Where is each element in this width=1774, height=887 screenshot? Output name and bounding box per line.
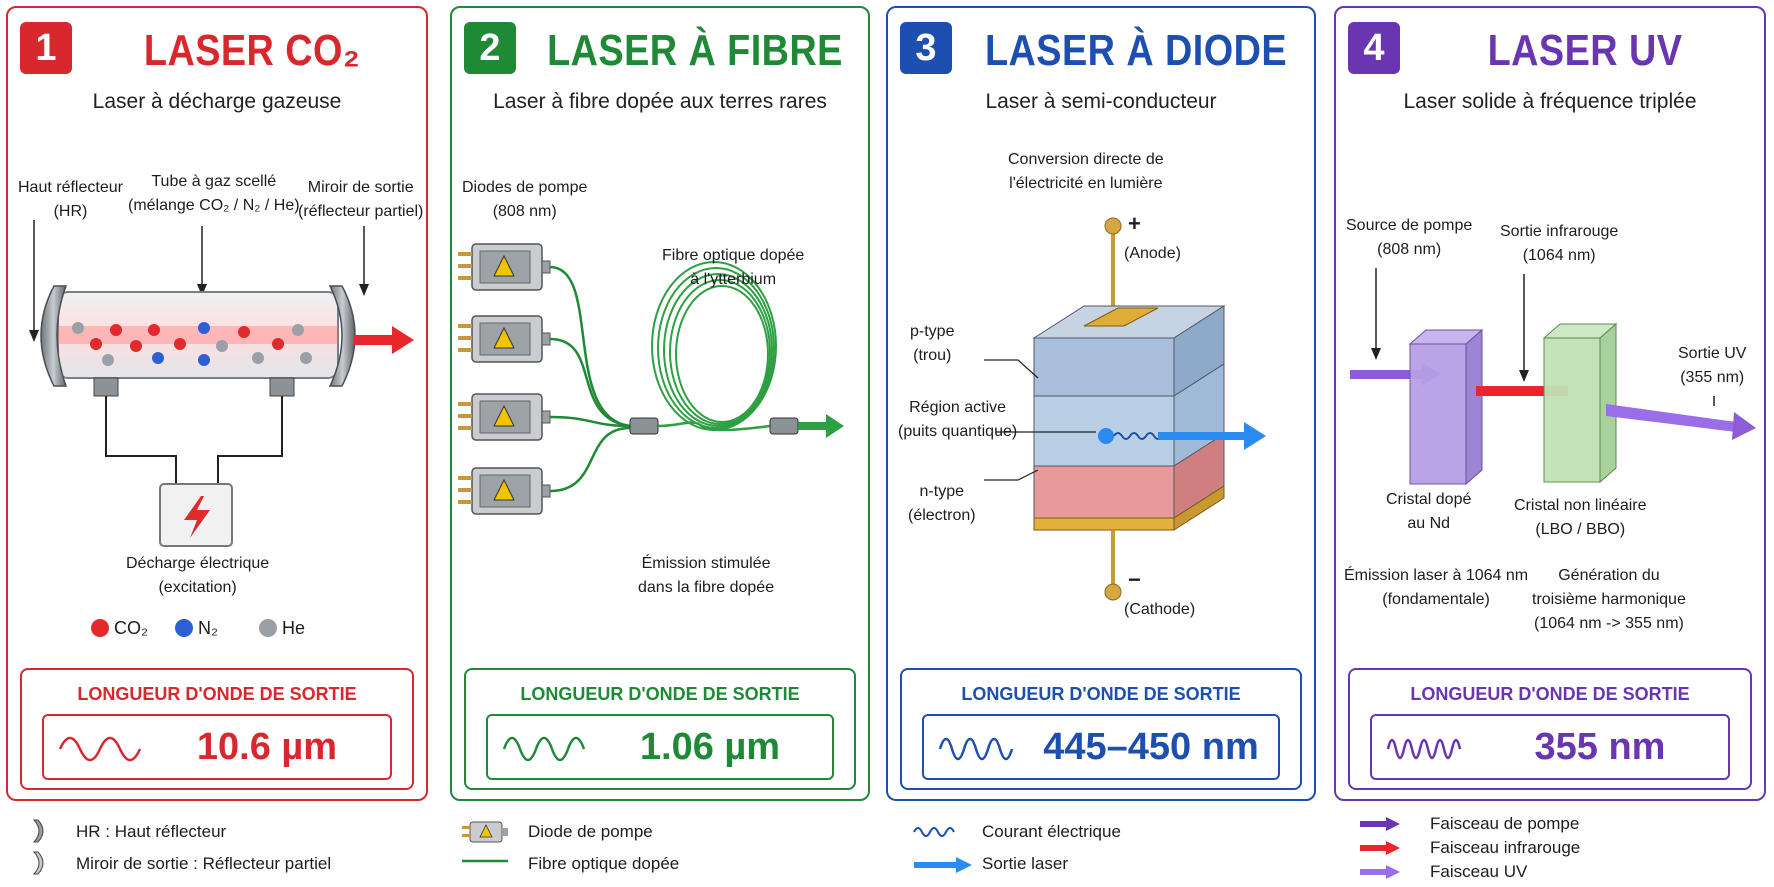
wavelength-box: LONGUEUR D'ONDE DE SORTIE 1.06 µm — [464, 668, 856, 790]
legend-laser-output: Sortie laser — [982, 854, 1068, 873]
co2-laser-diagram — [29, 220, 414, 637]
label-active-region: Région active (puits quantique) — [898, 399, 1018, 440]
wavelength-title: LONGUEUR D'ONDE DE SORTIE — [77, 684, 357, 704]
wavelength-value: 1.06 µm — [639, 726, 781, 768]
wavelength-box: LONGUEUR D'ONDE DE SORTIE 10.6 µm — [20, 668, 414, 790]
label-cathode: (Cathode) — [1124, 601, 1196, 618]
label-anode: (Anode) — [1124, 245, 1181, 262]
wavelength-inner: 10.6 µm — [42, 714, 392, 780]
label-pump-source: Source de pompe (808 nm) — [1346, 217, 1473, 258]
panel-subtitle: Laser à semi-conducteur — [985, 90, 1217, 113]
label-ir-output: Sortie infrarouge (1064 nm) — [1500, 223, 1619, 264]
label-pump-diodes: Diodes de pompe (808 nm) — [462, 179, 588, 220]
label-electrical-discharge: Décharge électrique (excitation) — [126, 555, 270, 596]
panel-diode-laser: 3 LASER À DIODE Laser à semi-conducteur … — [886, 6, 1316, 801]
wave-icon — [938, 737, 1014, 761]
legend-output-mirror: Miroir de sortie : Réflecteur partiel — [76, 854, 332, 873]
wavelength-title: LONGUEUR D'ONDE DE SORTIE — [1410, 684, 1690, 704]
legend-pump-diode: Diode de pompe — [528, 822, 653, 841]
panel-number: 3 — [900, 22, 952, 74]
laser-output-arrow-icon — [914, 857, 972, 873]
wavelength-inner: 445–450 nm — [922, 714, 1280, 780]
legend-pump-beam: Faisceau de pompe — [1430, 814, 1580, 833]
wavelength-value: 10.6 µm — [196, 726, 338, 768]
label-plus: + — [1128, 211, 1141, 236]
panel-co2-laser: 1 LASER CO₂ Laser à décharge gazeuse — [6, 6, 428, 801]
panel-title: LASER CO₂ — [143, 26, 361, 75]
label-output-mirror: Miroir de sortie (réflecteur partiel) — [298, 179, 424, 220]
gas-legend-co2: CO₂ — [114, 618, 148, 638]
label-doped-fiber: Fibre optique dopée à l'ytterbium — [662, 247, 805, 288]
label-stimulated-emission: Émission stimulée dans la fibre dopée — [638, 555, 775, 596]
uv-laser-diagram — [1350, 268, 1756, 486]
panel-fiber-laser: 2 LASER À FIBRE Laser à fibre dopée aux … — [450, 6, 870, 801]
wave-icon — [502, 736, 586, 762]
panel-number: 4 — [1348, 22, 1400, 74]
diode-laser-diagram — [984, 217, 1266, 601]
panel-number: 2 — [464, 22, 516, 74]
gas-legend-n2: N₂ — [198, 618, 218, 638]
label-emission-1064: Émission laser à 1064 nm (fondamentale) — [1344, 567, 1529, 608]
panel-subtitle: Laser à décharge gazeuse — [92, 90, 342, 113]
wave-icon — [1386, 738, 1462, 760]
label-third-harmonic: Génération du troisième harmonique (1064… — [1532, 567, 1686, 632]
label-minus: − — [1128, 567, 1141, 592]
wavelength-inner: 1.06 µm — [486, 714, 834, 780]
panel-title: LASER À FIBRE — [547, 26, 843, 75]
label-conversion: Conversion directe de l'électricité en l… — [1008, 151, 1164, 192]
wavelength-inner: 355 nm — [1370, 714, 1730, 780]
wavelength-title: LONGUEUR D'ONDE DE SORTIE — [520, 684, 800, 704]
wavelength-title: LONGUEUR D'ONDE DE SORTIE — [961, 684, 1241, 704]
hr-mirror-icon — [32, 819, 44, 843]
label-high-reflector: Haut réflecteur (HR) — [18, 179, 123, 220]
pump-beam-arrow-icon — [1360, 817, 1400, 831]
legend-ir-beam: Faisceau infrarouge — [1430, 838, 1581, 857]
wavelength-box: LONGUEUR D'ONDE DE SORTIE 355 nm — [1348, 668, 1752, 790]
label-gas-tube: Tube à gaz scellé (mélange CO₂ / N₂ / He… — [128, 173, 300, 214]
current-wave-icon — [913, 827, 955, 837]
legend-doped-fiber: Fibre optique dopée — [528, 854, 680, 873]
uv-beam-arrow-icon — [1360, 865, 1400, 879]
panel-subtitle: Laser à fibre dopée aux terres rares — [493, 90, 827, 113]
doped-fiber-icon — [462, 859, 508, 863]
wavelength-box: LONGUEUR D'ONDE DE SORTIE 445–450 nm — [900, 668, 1302, 790]
wave-icon — [58, 736, 142, 762]
label-n-type: n-type (électron) — [908, 483, 976, 524]
panel-subtitle: Laser solide à fréquence triplée — [1403, 90, 1697, 113]
label-nl-crystal: Cristal non linéaire (LBO / BBO) — [1514, 497, 1647, 538]
label-nd-crystal: Cristal dopé au Nd — [1386, 491, 1472, 532]
legend-uv-beam: Faisceau UV — [1430, 862, 1528, 881]
label-uv-output: Sortie UV (355 nm) — [1678, 345, 1747, 386]
panel-number: 1 — [20, 22, 72, 74]
fiber-laser-diagram — [457, 243, 844, 515]
wavelength-value: 355 nm — [1534, 726, 1666, 768]
panel-title: LASER À DIODE — [984, 26, 1288, 75]
pump-diode-icon — [462, 821, 508, 843]
legend-hr: HR : Haut réflecteur — [76, 822, 227, 841]
panel-title: LASER UV — [1487, 26, 1683, 75]
panel-uv-laser: 4 LASER UV Laser solide à fréquence trip… — [1334, 6, 1766, 801]
label-p-type: p-type (trou) — [910, 323, 955, 364]
wavelength-value: 445–450 nm — [1043, 726, 1259, 768]
ir-beam-arrow-icon — [1360, 841, 1400, 855]
gas-legend-he: He — [282, 618, 306, 638]
legend-electric-current: Courant électrique — [982, 822, 1121, 841]
output-mirror-icon — [32, 851, 44, 875]
